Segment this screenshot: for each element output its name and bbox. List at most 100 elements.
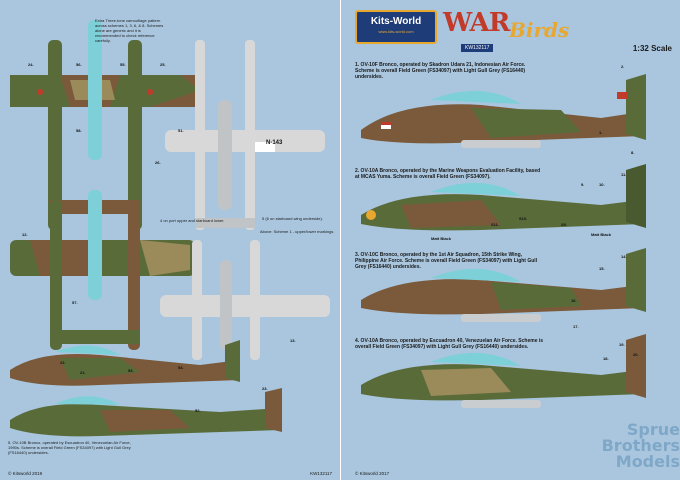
fuselage <box>218 100 232 210</box>
fuselage-canopy <box>88 190 102 300</box>
callout: 53. <box>128 368 134 373</box>
tail-fin <box>626 248 646 312</box>
callout: 52. <box>195 408 201 413</box>
camo-patch <box>60 358 140 380</box>
callout: 19. <box>619 342 625 347</box>
fuselage <box>220 260 232 350</box>
aircraft-plan-view-grey-middle <box>160 240 330 360</box>
aircraft-side-view-1 <box>10 340 240 386</box>
aircraft-side-view-scheme-1 <box>361 74 646 148</box>
emblem-icon <box>366 210 376 220</box>
watermark-line: Models <box>615 452 680 471</box>
tail-fin <box>626 164 646 228</box>
callout: 24. <box>28 62 34 67</box>
aircraft-plan-view-camo-top <box>10 20 200 230</box>
callout: 57. <box>72 300 78 305</box>
matt-black-label: Matt Black <box>591 232 612 237</box>
callout: 20. <box>633 352 639 357</box>
decal-sheet-right: Kits-World www.kits-world.com WAR Birds … <box>341 0 680 480</box>
boom-left <box>48 40 62 230</box>
scheme-5-caption: 5. OV-10B Bronco, operated by Escuadron … <box>8 440 131 455</box>
flag-icon <box>617 92 627 99</box>
camouflage-note: Extra Three-tone camouflage pattern acro… <box>95 18 164 43</box>
callout: 8. <box>631 150 635 155</box>
callout: 15. <box>599 266 605 271</box>
scheme-2-caption: 2. OV-10A Bronco, operated by the Marine… <box>355 168 541 180</box>
watermark: Sprue Brothers Models <box>602 422 680 470</box>
boom-right <box>128 40 142 230</box>
callout: 23. <box>262 386 268 391</box>
canopy <box>431 182 521 196</box>
fuselage-side <box>361 194 641 231</box>
roundel-icon <box>147 89 153 95</box>
boom-left <box>195 40 205 230</box>
belly-tank <box>461 314 541 322</box>
war-logo: WAR <box>443 8 510 38</box>
callout: 26. <box>155 160 161 165</box>
callout: 10. <box>599 182 605 187</box>
callout: 25. <box>160 62 166 67</box>
fuselage-canopy <box>88 20 102 160</box>
canopy <box>431 90 521 104</box>
callout: 1. <box>599 130 603 135</box>
callout: 54. <box>178 365 184 370</box>
callout: 2. <box>621 64 625 69</box>
callout: S11. <box>491 222 500 227</box>
boom-left <box>50 200 62 350</box>
kits-world-logo: Kits-World www.kits-world.com <box>355 10 437 44</box>
callout: 13. <box>290 338 296 343</box>
scheme-1-caption: 1. OV-10F Bronco, operated by Skadron Ud… <box>355 62 526 80</box>
canopy <box>431 352 521 366</box>
tailplane <box>50 330 140 344</box>
scheme-3-caption: 3. OV-10C Bronco, operated by the 1st Ai… <box>355 252 538 270</box>
belly-tank <box>461 400 541 408</box>
aircraft-side-view-2 <box>10 388 282 437</box>
callout: 11. <box>621 172 627 177</box>
boom-right <box>250 240 260 360</box>
callout: 18. <box>603 356 609 361</box>
camo-patch <box>491 282 581 310</box>
aircraft-plan-view-camo-middle <box>10 190 195 350</box>
aircraft-side-view-scheme-3 <box>361 248 646 322</box>
tail-code: N-143 <box>266 140 283 146</box>
canopy <box>55 396 120 405</box>
scheme-note: Above: Scheme 1 - upper/lower markings <box>260 229 334 234</box>
scale-label: 1:32 Scale <box>632 44 672 53</box>
right-aircraft-drawings <box>361 74 646 408</box>
wing-camo-patch <box>30 240 100 276</box>
callout: S9. <box>561 222 568 227</box>
callout: 21. <box>80 370 86 375</box>
brand-name: Kits-World <box>370 16 422 27</box>
callout: 12. <box>22 232 28 237</box>
watermark-line: Brothers <box>601 436 680 455</box>
flag-icon <box>381 125 391 129</box>
tail-fin <box>265 388 282 432</box>
callout: 56. <box>76 62 82 67</box>
tail-fin <box>225 340 240 382</box>
aircraft-side-view-scheme-4 <box>361 334 646 408</box>
callout: 22. <box>60 360 66 365</box>
tail-code-panel <box>255 142 275 152</box>
left-copyright: © Kitsworld 2019 <box>8 471 43 476</box>
callout: 51. <box>178 128 184 133</box>
boom-left <box>192 240 202 360</box>
callout: 16. <box>571 298 577 303</box>
brand-url: www.kits-world.com <box>378 29 414 34</box>
camo-patch <box>421 368 511 396</box>
canopy <box>55 345 120 355</box>
aircraft-side-view-scheme-2 <box>361 164 646 231</box>
callout: 9. <box>581 182 585 187</box>
sheet-divider <box>340 0 341 480</box>
camo-patch <box>471 108 581 138</box>
wing-camo-patch <box>140 240 190 276</box>
lower-wing <box>160 295 330 317</box>
birds-logo: Birds <box>509 18 570 42</box>
callout: 17. <box>573 324 579 329</box>
boom-right <box>245 40 255 230</box>
callout: 14. <box>621 254 627 259</box>
canopy <box>431 268 521 282</box>
callout: 55. <box>120 62 126 67</box>
scheme-4-caption: 4. OV-10A Bronco, operated by Escuadron … <box>355 338 544 350</box>
left-aircraft-drawings <box>10 20 330 437</box>
matt-black-label: Matt Black <box>431 236 452 241</box>
